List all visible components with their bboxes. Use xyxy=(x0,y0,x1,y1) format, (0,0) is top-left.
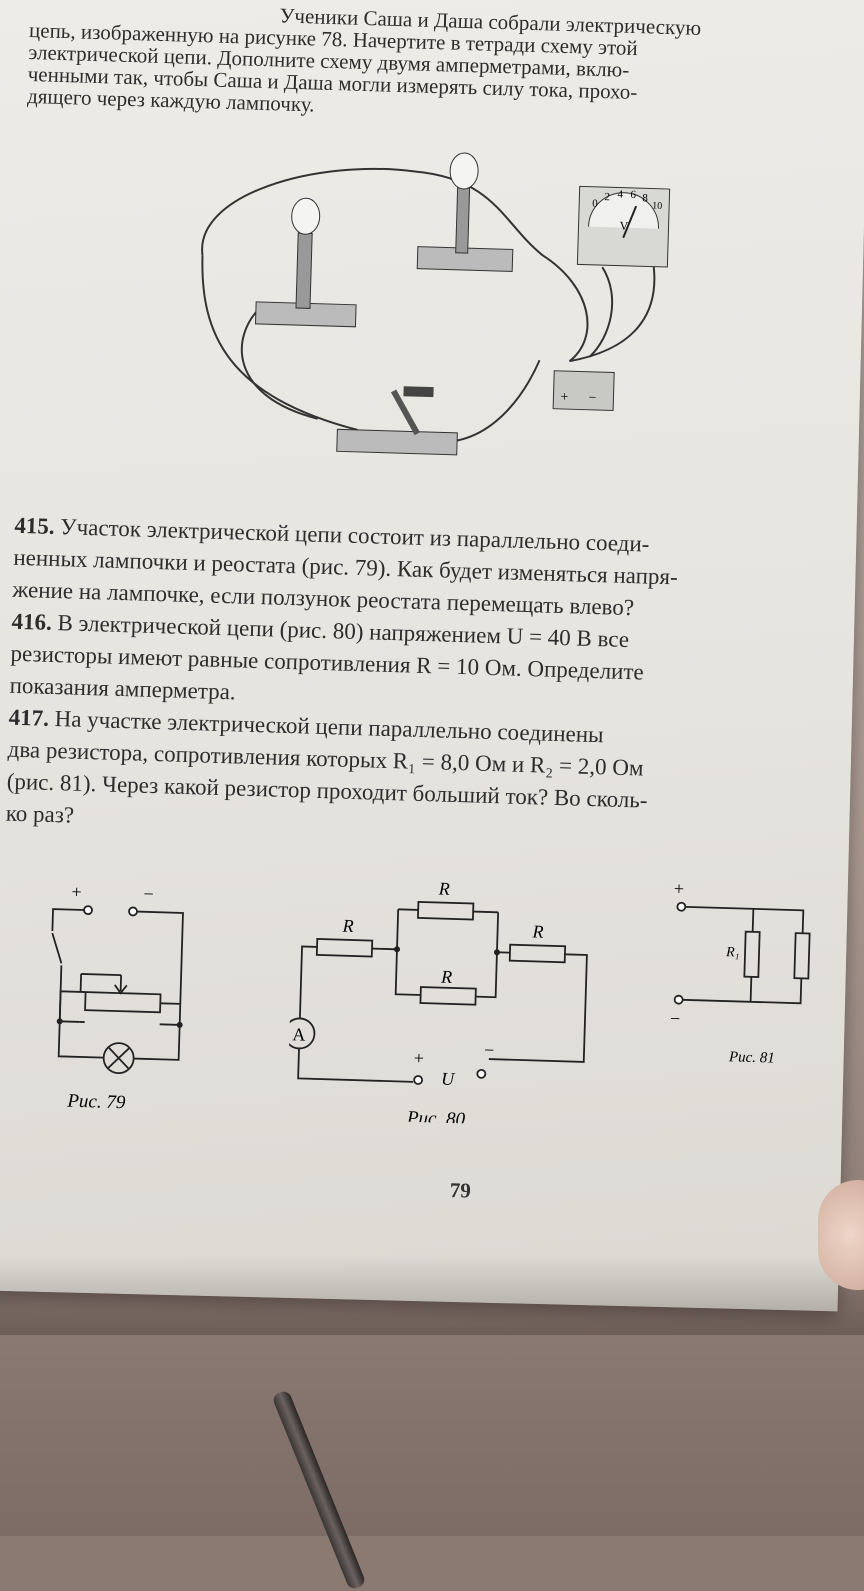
page-number: 79 xyxy=(449,1177,472,1203)
problem-416-number: 416. xyxy=(11,608,53,635)
fig80-voltage: U xyxy=(441,1069,456,1089)
fig80-r-right: R xyxy=(531,921,544,941)
fig79-caption: Рис. 79 xyxy=(66,1091,126,1114)
scale-label-4: 4 xyxy=(617,189,623,201)
fig80-ammeter-letter: A xyxy=(292,1024,306,1044)
fig81-r1: R₁ xyxy=(725,945,740,960)
scale-label-10: 10 xyxy=(652,201,662,212)
fig81-plus: + xyxy=(674,878,685,898)
fig80-minus: − xyxy=(484,1040,495,1060)
figure-79-schematic: + − Рис. 79 xyxy=(27,881,204,1116)
fig79-plus: + xyxy=(71,882,82,902)
problem-417-number: 417. xyxy=(8,704,50,731)
scale-label-2: 2 xyxy=(604,191,610,203)
page-edge-shadow xyxy=(0,1255,864,1335)
scale-label-0: 0 xyxy=(592,198,598,210)
finger xyxy=(818,1180,864,1290)
problem-415-number: 415. xyxy=(14,512,56,539)
battery-minus: − xyxy=(588,391,596,406)
battery-plus: + xyxy=(560,390,568,405)
fig80-r-top: R xyxy=(438,878,451,898)
fig81-minus: − xyxy=(670,1008,681,1028)
scale-label-8: 8 xyxy=(642,192,648,204)
fig81-caption: Рис. 81 xyxy=(728,1049,775,1066)
fig79-minus: − xyxy=(143,884,154,904)
scale-label-6: 6 xyxy=(630,189,636,201)
fig80-r-middle: R xyxy=(440,967,453,987)
fig80-plus: + xyxy=(413,1048,424,1068)
figure-80-schematic: R R R R A + − U Рис. 80 xyxy=(283,868,604,1130)
figure-81-schematic: + − R₁ R₂ Рис. 81 xyxy=(658,874,826,1078)
fig80-r-left: R xyxy=(341,916,354,936)
meter-letter: V xyxy=(619,219,628,233)
figure-78-circuit-photo: 0 2 4 6 8 10 V + − Рис. 78 xyxy=(166,134,676,504)
